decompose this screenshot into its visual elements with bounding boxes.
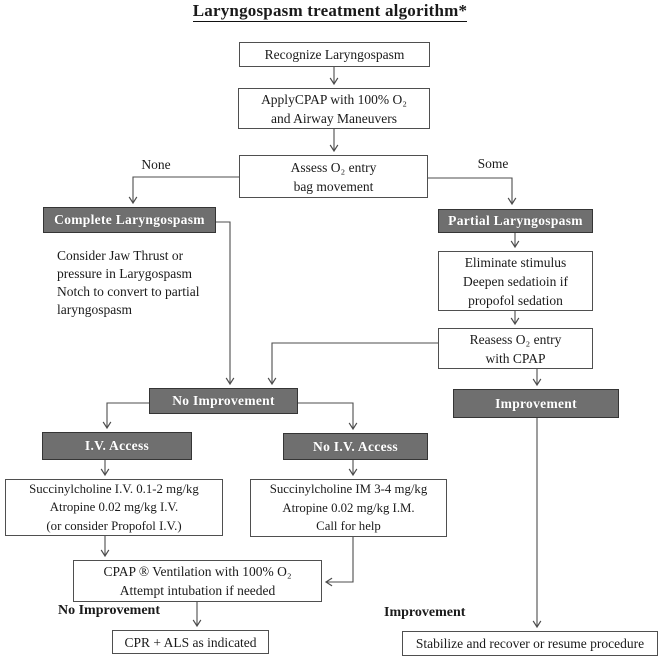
succ-im-line1: Succinylcholine IM 3-4 mg/kg [269,482,428,497]
no-improvement-box: No Improvement [149,388,298,414]
iv-access-text: I.V. Access [84,438,150,453]
note-line1: Consider Jaw Thrust or [57,248,184,263]
complete-laryngospasm-text: Complete Laryngospasm [54,212,205,227]
assess-o2-line1: Assess O₂ entry [290,159,377,175]
cpr-als-box: CPR + ALS as indicated [112,630,269,654]
eliminate-line3: propofol sedation [468,292,563,308]
arrow-assess-to-partial [428,177,517,206]
arrow-complete-to-no-improvement [216,221,235,386]
consider-jaw-thrust-note: Consider Jaw Thrust or pressure in Laryg… [57,247,267,319]
assess-o2-box: Assess O₂ entry bag movement [239,155,428,198]
reassess-o2-box: Reasess O₂ entry with CPAP [438,328,593,369]
cpap-vent-line1: CPAP ® Ventilation with 100% O₂ [103,564,292,579]
improvement-text: Improvement [495,395,577,411]
branch-label-none: None [141,157,171,172]
improvement-flow-label: Improvement [384,605,466,620]
iv-access-box: I.V. Access [42,432,192,460]
no-improvement-flow-label: No Improvement [58,603,161,618]
arrow-reassess-to-no-improvement [267,342,438,386]
improvement-box: Improvement [453,389,619,418]
succ-im-line3: Call for help [316,519,381,534]
apply-cpap-box: ApplyCPAP with 100% O₂ and Airway Maneuv… [238,88,430,129]
succ-iv-line3: (or consider Propofol I.V.) [46,518,182,533]
cpr-als-text: CPR + ALS as indicated [124,634,257,650]
arrow-no-improvement-to-no-iv [298,402,358,431]
partial-laryngospasm-box: Partial Laryngospasm [438,209,593,233]
reassess-line2: with CPAP [485,350,546,366]
page-title: Laryngospasm treatment algorithm* [0,1,660,22]
arrow-assess-to-complete [128,176,239,205]
apply-cpap-line1: ApplyCPAP with 100% O₂ [261,91,407,107]
partial-laryngospasm-text: Partial Laryngospasm [448,213,583,228]
stabilize-recover-text: Stabilize and recover or resume procedur… [415,636,645,651]
succ-iv-line1: Succinylcholine I.V. 0.1-2 mg/kg [29,481,199,496]
note-line2: pressure in Larygospasm [57,266,192,281]
cpap-vent-line2: Attempt intubation if needed [119,583,276,598]
arrow-no-improvement-to-iv [102,402,149,430]
apply-cpap-line2: and Airway Maneuvers [271,110,397,126]
succinylcholine-iv-box: Succinylcholine I.V. 0.1-2 mg/kg Atropin… [5,479,223,536]
succ-im-line2: Atropine 0.02 mg/kg I.M. [282,500,415,515]
complete-laryngospasm-box: Complete Laryngospasm [43,207,216,233]
no-iv-access-text: No I.V. Access [313,438,398,454]
arrow-succ-im-to-cpap-vent [324,537,354,587]
cpap-ventilation-box: CPAP ® Ventilation with 100% O₂ Attempt … [73,560,322,602]
note-line4: laryngospasm [57,302,132,317]
recognize-laryngospasm-text: Recognize Laryngospasm [264,47,405,62]
assess-o2-line2: bag movement [293,178,374,194]
eliminate-line2: Deepen sedatioin if [463,273,568,289]
page-title-text: Laryngospasm treatment algorithm* [192,1,468,22]
stabilize-recover-box: Stabilize and recover or resume procedur… [402,631,658,656]
eliminate-stimulus-box: Eliminate stimulus Deepen sedatioin if p… [438,251,593,311]
reassess-line1: Reasess O₂ entry [469,331,562,347]
no-improvement-text: No Improvement [172,393,275,408]
eliminate-line1: Eliminate stimulus [464,254,567,270]
recognize-laryngospasm-box: Recognize Laryngospasm [239,42,430,67]
succ-iv-line2: Atropine 0.02 mg/kg I.V. [49,500,179,515]
note-line3: Notch to convert to partial [57,284,200,299]
succinylcholine-im-box: Succinylcholine IM 3-4 mg/kg Atropine 0.… [250,479,447,537]
branch-label-some: Some [477,156,509,171]
no-iv-access-box: No I.V. Access [283,433,428,460]
